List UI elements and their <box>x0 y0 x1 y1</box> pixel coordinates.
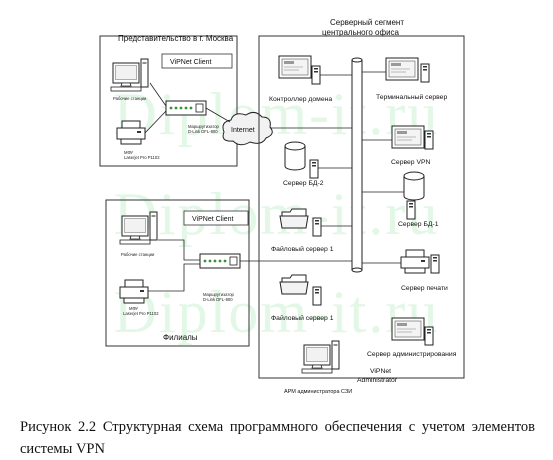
print-server-label: Сервер печати <box>401 285 448 292</box>
terminal-server-tower-icon <box>420 63 430 83</box>
branch-router-label-2: D-Link DFL-800 <box>203 297 233 302</box>
branch-router-icon <box>199 253 241 269</box>
backbone-bus-bottom <box>351 267 363 273</box>
router-to-internet-link <box>205 107 231 123</box>
branch-box <box>105 199 250 347</box>
branch-mfu-label-1: МФУ <box>129 306 138 311</box>
branch-mfu-icon <box>119 279 149 304</box>
vpn-server-label: Сервер VPN <box>391 159 431 166</box>
moscow-mfu-label-2: Laserjet Pro P1102 <box>124 155 160 160</box>
db1-server-icon <box>403 171 425 201</box>
admin-server-label: Сервер администрирования <box>367 351 457 358</box>
branch-workstation-icon <box>119 211 158 245</box>
moscow-vipnet-client-box <box>161 53 233 69</box>
backbone-bus-top <box>351 57 363 63</box>
vpn-server-tower-icon <box>424 130 434 150</box>
moscow-router-icon <box>165 100 207 116</box>
moscow-link-printer <box>144 110 167 134</box>
moscow-workstation-icon <box>110 58 149 92</box>
branch-title: Филиалы <box>163 333 198 342</box>
file-server-top-label: Файловый сервер 1 <box>271 245 334 253</box>
branch-vipnet-client-label: ViPNet Client <box>192 216 234 223</box>
file-server-bottom-icon <box>279 274 309 295</box>
moscow-mfu-icon <box>116 120 146 145</box>
branch-link-printer <box>148 263 200 292</box>
domain-controller-icon <box>278 55 312 79</box>
db2-server-icon <box>284 141 306 171</box>
domain-controller-label: Контроллер домена <box>269 96 332 103</box>
db2-server-label: Сервер БД-2 <box>283 180 324 187</box>
admin-server-tower-icon <box>424 326 434 346</box>
file-server-top-icon <box>279 208 309 229</box>
moscow-vipnet-client-label: ViPNet Client <box>170 59 212 66</box>
db2-server-tower-icon <box>309 159 319 179</box>
backbone-bus <box>351 59 363 271</box>
terminal-server-icon <box>385 57 419 81</box>
moscow-link-pc <box>149 82 167 107</box>
server-segment-box <box>258 35 465 379</box>
moscow-router-label-1: Маршрутизатор <box>188 124 220 129</box>
internet-cloud <box>222 111 273 146</box>
admin-workstation-icon <box>301 340 340 374</box>
admin-server-icon <box>391 317 425 341</box>
domain-controller-tower-icon <box>311 65 321 85</box>
terminal-server-label: Терминальный сервер <box>376 93 447 101</box>
file-server-bottom-tower-icon <box>312 286 322 306</box>
internet-label: Internet <box>231 127 255 134</box>
vipnet-administrator-label: ViPNet Administrator <box>357 368 398 384</box>
print-server-tower-icon <box>430 254 440 274</box>
admin-workstation-label: АРМ администратора СЗИ <box>284 389 352 395</box>
db1-server-label: Сервер БД-1 <box>398 221 439 228</box>
moscow-office-title: Представительство в г. Москва <box>118 34 234 43</box>
server-segment-title: Серверный сегмент центрального офиса <box>322 18 406 37</box>
branch-mfu-label-2: Laserjet Pro P1102 <box>123 311 159 316</box>
moscow-workstations-label: Рабочие станции <box>113 96 147 101</box>
branch-vipnet-client-box <box>183 210 249 226</box>
branch-workstations-label: Рабочие станции <box>121 252 155 257</box>
print-server-icon <box>400 249 430 274</box>
db1-server-tower-icon <box>406 200 416 220</box>
moscow-mfu-label-1: МФУ <box>124 150 133 155</box>
branch-router-label-1: Маршрутизатор <box>203 292 235 297</box>
vpn-server-icon <box>391 125 425 149</box>
moscow-router-label-2: D-Link DFL-800 <box>188 129 218 134</box>
file-server-top-tower-icon <box>312 217 322 237</box>
branch-link-pc <box>158 239 200 261</box>
figure-caption: Рисунок 2.2 Структурная схема программно… <box>20 419 535 457</box>
file-server-bottom-label: Файловый сервер 1 <box>271 314 334 322</box>
moscow-office-box <box>99 35 238 167</box>
